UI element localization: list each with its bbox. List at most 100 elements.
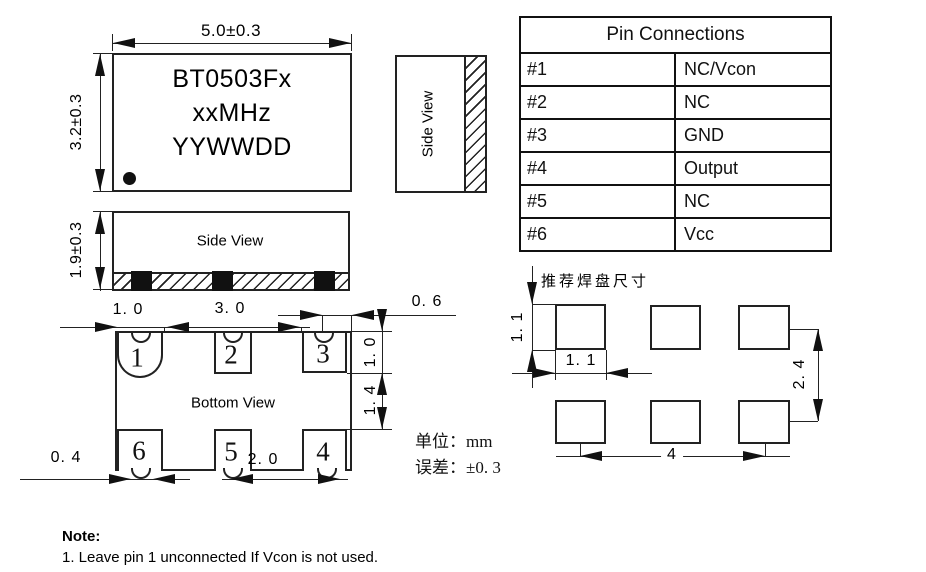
tolerance-label: 误差：: [415, 458, 466, 477]
dim-arrow: [278, 322, 300, 332]
dim-line: [100, 211, 101, 291]
extension-line: [790, 421, 818, 422]
connection-cell: NC: [684, 191, 710, 211]
pad-pin6: [117, 429, 163, 471]
dim-arrow: [352, 310, 374, 320]
extension-line: [164, 327, 165, 333]
pin-number: 1: [130, 342, 144, 373]
dim-bump-pitch-label: 2. 0: [247, 451, 279, 468]
side-view-front-label: Side View: [196, 232, 264, 250]
dim-line: [222, 479, 348, 480]
land-pad: [650, 400, 701, 444]
table-row: #5 NC: [521, 184, 830, 217]
dim-arrow: [113, 38, 135, 48]
dim-arrow: [95, 267, 105, 289]
pin-connections-table: Pin Connections #1 NC/Vcon #2 NC #3 GND …: [519, 16, 832, 252]
dim-arrow: [743, 451, 765, 461]
castellation-bump: [131, 468, 151, 479]
extension-line: [93, 289, 112, 290]
extension-line: [301, 327, 302, 332]
dim-land-height-label: 1. 1: [509, 311, 526, 343]
side-view-right-label: Side View: [419, 90, 437, 158]
dim-arrow: [95, 322, 117, 332]
dim-line: [382, 315, 383, 430]
units-block: 单位：mm 误差：±0. 3: [415, 429, 501, 481]
dim-arrow: [109, 474, 131, 484]
pin-number: 2: [224, 339, 238, 370]
pin-cell: #5: [521, 186, 676, 217]
pin-cell: #6: [521, 219, 676, 250]
dim-arrow: [527, 350, 537, 372]
extension-line: [93, 211, 112, 212]
connection-cell: NC: [684, 92, 710, 112]
dim-arrow: [813, 399, 823, 421]
unit-label: 单位：: [415, 432, 466, 451]
extension-line: [322, 315, 323, 332]
extension-line: [765, 443, 766, 456]
note-title: Note:: [62, 528, 101, 545]
dim-castellation-width-label: 0. 4: [50, 449, 82, 466]
dim-arrow: [377, 407, 387, 429]
frequency-marking: xxMHz: [192, 99, 272, 127]
dim-arrow: [533, 368, 555, 378]
dim-line: [20, 479, 190, 480]
dim-height-label: 3.2±0.3: [68, 93, 85, 151]
extension-line: [532, 304, 555, 305]
side-view-right-hatch: [464, 57, 485, 191]
pin-number: 5: [224, 436, 238, 467]
dim-pad-width-label: 1. 0: [112, 301, 144, 318]
extension-line: [606, 350, 607, 380]
extension-line: [352, 331, 392, 332]
dim-row-gap-label: 1. 4: [362, 384, 379, 416]
pin-cell: #3: [521, 120, 676, 151]
extension-line: [112, 34, 113, 51]
pin-cell: #1: [521, 54, 676, 85]
dim-arrow: [580, 451, 602, 461]
dim-pad-spacing-label: 3. 0: [214, 300, 246, 317]
dim-arrow: [329, 38, 351, 48]
extension-line: [347, 429, 392, 430]
dim-column-pitch-label: 4: [661, 446, 683, 464]
extension-line: [790, 329, 818, 330]
table-row: #3 GND: [521, 118, 830, 151]
part-number-marking: BT0503Fx: [172, 65, 292, 93]
unit-line: 单位：mm: [415, 429, 501, 455]
table-row: #1 NC/Vcon: [521, 52, 830, 85]
dim-width-label: 5.0±0.3: [200, 21, 262, 40]
solder-pad: [314, 271, 335, 291]
pad-pin1: [117, 333, 163, 378]
connection-cell: Vcc: [684, 224, 715, 244]
top-view-outline: [112, 53, 352, 192]
extension-line: [93, 191, 112, 192]
dim-line: [818, 329, 819, 421]
pin-cell: #4: [521, 153, 676, 184]
extension-line: [351, 34, 352, 51]
pad-pin4: [302, 429, 347, 471]
pin-number: 6: [132, 435, 146, 466]
dim-arrow: [300, 310, 322, 320]
pad-pin5: [214, 429, 252, 471]
dim-arrow: [813, 329, 823, 351]
dim-arrow: [231, 474, 253, 484]
date-code-marking: YYWWDD: [172, 133, 292, 161]
dim-line: [100, 53, 101, 192]
pin-number: 4: [316, 436, 330, 467]
land-pad: [738, 400, 790, 444]
dim-arrow: [606, 368, 628, 378]
extension-line: [351, 315, 352, 331]
tolerance-value: ±0. 3: [466, 458, 501, 477]
pin-table-title: Pin Connections: [606, 24, 745, 45]
table-row: #2 NC: [521, 85, 830, 118]
table-row: #6 Vcc: [521, 217, 830, 250]
dim-row-pitch-label: 2. 4: [791, 358, 808, 390]
dim-arrow: [527, 282, 537, 304]
extension-line: [93, 53, 112, 54]
dim-pad-height-label: 1. 0: [362, 336, 379, 368]
connection-cell: Output: [684, 158, 739, 178]
extension-line: [532, 350, 555, 351]
solder-pad: [212, 271, 233, 291]
dim-arrow: [153, 474, 175, 484]
pin-cell: #2: [521, 87, 676, 118]
unit-value: mm: [466, 432, 493, 451]
